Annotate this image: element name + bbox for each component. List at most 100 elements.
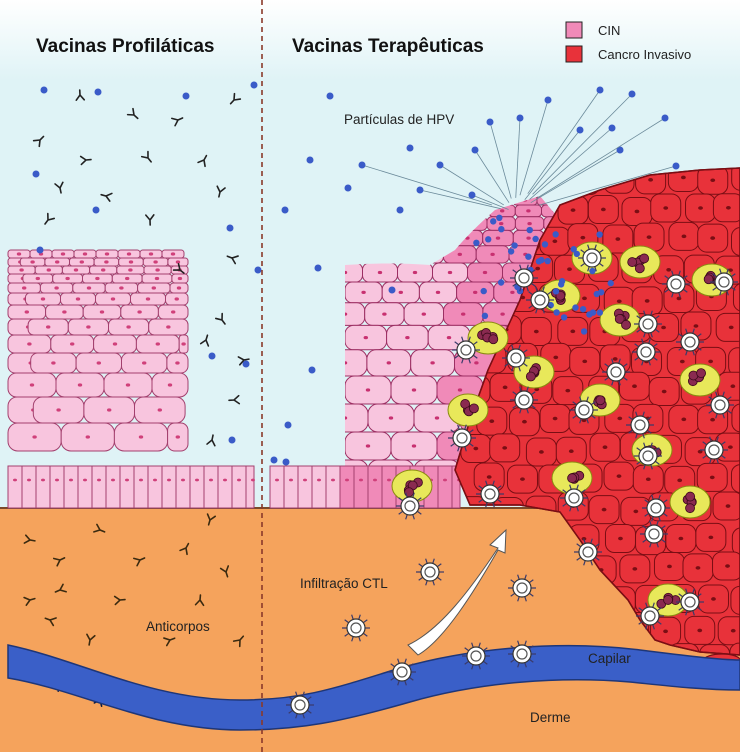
hpv-particle xyxy=(498,279,504,285)
cancer-cell xyxy=(718,617,740,645)
hpv-particle xyxy=(95,89,102,96)
epithelial-cell xyxy=(20,258,45,266)
hpv-particle xyxy=(37,247,44,254)
hpv-particle xyxy=(473,240,479,246)
cancer-cell xyxy=(683,554,713,582)
epithelial-cell xyxy=(345,432,391,460)
epithelial-cell xyxy=(109,319,149,335)
hpv-particle xyxy=(598,289,604,295)
hpv-particle xyxy=(581,328,587,334)
cancer-cell xyxy=(651,194,681,222)
infected-cluster xyxy=(670,486,710,518)
epithelial-cell xyxy=(61,293,96,305)
cancer-cell xyxy=(666,524,696,552)
epithelial-cell xyxy=(368,404,414,432)
epithelial-cell xyxy=(83,305,121,319)
hpv-particle xyxy=(33,171,40,178)
epithelial-cell xyxy=(121,305,159,319)
epithelial-cell xyxy=(8,423,61,451)
hpv-particle xyxy=(552,231,558,237)
infected-cluster xyxy=(448,394,488,426)
hpv-particle xyxy=(517,115,524,122)
cancer-cell xyxy=(669,405,699,433)
epithelial-cell xyxy=(84,397,135,423)
hpv-particle xyxy=(417,187,424,194)
epithelial-cell xyxy=(33,397,84,423)
cancer-cell xyxy=(697,463,727,491)
hpv-particle xyxy=(508,248,514,254)
epithelial-cell xyxy=(76,353,121,373)
epithelial-cell xyxy=(170,283,188,293)
epithelial-cell xyxy=(404,303,443,326)
cancer-cell xyxy=(733,283,740,311)
hpv-particle xyxy=(271,457,278,464)
cancer-cell xyxy=(731,465,740,493)
epithelial-cell xyxy=(391,376,437,404)
epithelial-cell xyxy=(62,266,89,274)
epithelial-cell xyxy=(515,205,541,217)
cancer-cell xyxy=(526,438,556,466)
cancer-cell xyxy=(633,465,663,493)
infected-cluster xyxy=(600,304,640,336)
epithelial-cell xyxy=(35,266,62,274)
header-prophylactic: Vacinas Profiláticas xyxy=(36,36,215,57)
hpv-particle xyxy=(561,314,567,320)
cancer-cell xyxy=(654,552,684,580)
hpv-particle xyxy=(487,119,494,126)
hpv-particle xyxy=(608,280,614,286)
label-capillary: Capilar xyxy=(588,651,631,666)
cancer-cell xyxy=(589,496,619,524)
epithelial-cell xyxy=(73,283,105,293)
hpv-particle xyxy=(558,281,564,287)
legend-swatch-cancer xyxy=(566,46,582,62)
infected-cluster xyxy=(680,364,720,396)
epithelial-cell xyxy=(56,373,104,397)
label-dermis: Derme xyxy=(530,710,571,725)
epithelial-cell xyxy=(345,282,382,303)
hpv-particle xyxy=(596,231,602,237)
cancer-cell xyxy=(556,437,586,465)
epithelial-cell xyxy=(168,423,188,451)
epithelial-cell xyxy=(94,335,137,353)
cancer-cell xyxy=(604,462,634,490)
hpv-particle xyxy=(469,192,476,199)
hpv-particle xyxy=(572,304,578,310)
epithelial-cell xyxy=(411,350,455,376)
epithelial-cell xyxy=(172,274,188,283)
hpv-particle xyxy=(586,311,592,317)
epithelial-cell xyxy=(444,303,483,326)
cancer-cell xyxy=(729,348,740,376)
cancer-cell xyxy=(540,405,570,433)
epithelial-cell xyxy=(45,258,70,266)
cancer-cell xyxy=(605,525,635,553)
epithelial-cell xyxy=(83,274,113,283)
hpv-particle xyxy=(345,185,352,192)
epithelial-cell xyxy=(162,250,184,258)
cancer-cell xyxy=(713,194,740,222)
basal-row-left xyxy=(8,466,254,508)
epithelial-cell xyxy=(138,283,170,293)
cancer-cell xyxy=(669,222,699,250)
label-hpv-particles: Partículas de HPV xyxy=(344,112,454,127)
hpv-particle xyxy=(553,309,559,315)
cancer-cell xyxy=(732,404,740,432)
hpv-particle xyxy=(532,236,538,242)
epithelial-cell xyxy=(387,325,429,349)
epithelial-cell xyxy=(136,335,179,353)
epithelial-cell xyxy=(457,282,494,303)
cancer-cell xyxy=(716,313,740,341)
cancer-cell xyxy=(588,195,618,223)
epithelial-cell xyxy=(94,258,119,266)
epithelial-cell xyxy=(96,250,118,258)
hpv-particle xyxy=(490,218,496,224)
epithelial-cell xyxy=(476,246,509,263)
hpv-particle xyxy=(407,145,414,152)
epithelial-cell xyxy=(28,319,68,335)
hpv-particle xyxy=(227,225,234,232)
hpv-particle xyxy=(496,215,502,221)
hpv-particle xyxy=(255,267,262,274)
cancer-cell xyxy=(570,347,600,375)
epithelial-cell xyxy=(26,293,61,305)
epithelial-cell xyxy=(365,303,404,326)
label-ctl-infiltration: Infiltração CTL xyxy=(300,576,388,591)
